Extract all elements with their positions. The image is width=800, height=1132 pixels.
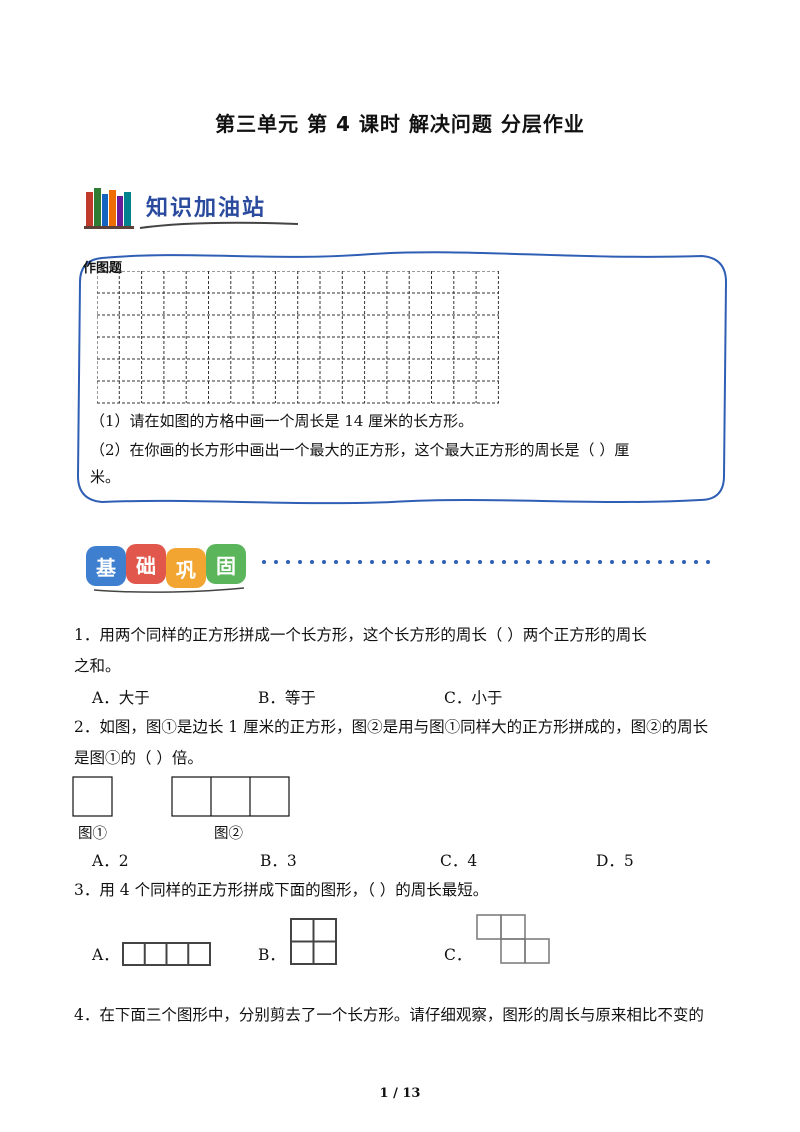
q1-option-b[interactable]: B．等于 xyxy=(258,689,316,707)
q3-figure-a xyxy=(122,942,211,966)
q3-figure-c xyxy=(476,914,550,964)
knowledge-banner-title: 知识加油站 xyxy=(146,196,267,221)
basics-banner: 基 础 巩 固 xyxy=(86,544,710,593)
q4-line-1: 4．在下面三个图形中，分别剪去了一个长方形。请仔细观察，图形的周长与原来相比不变… xyxy=(74,1006,704,1024)
q2-option-b[interactable]: B．3 xyxy=(260,852,297,870)
q1-line-2: 之和。 xyxy=(74,657,121,675)
q3-figure-b xyxy=(290,918,337,965)
q2-option-c[interactable]: C．4 xyxy=(440,852,478,870)
books-icon xyxy=(84,188,134,229)
task-line-3: 米。 xyxy=(90,468,121,486)
page-title: 第三单元 第 4 课时 解决问题 分层作业 xyxy=(215,112,585,136)
q1-option-a[interactable]: A．大于 xyxy=(92,689,150,707)
q3-option-a[interactable]: A． xyxy=(92,946,119,964)
q3-option-c[interactable]: C． xyxy=(444,946,472,964)
dotted-line xyxy=(262,560,710,564)
drawing-grid[interactable] xyxy=(97,271,501,405)
task-line-1: （1）请在如图的方格中画一个周长是 14 厘米的长方形。 xyxy=(90,412,474,430)
q2-figure-1 xyxy=(72,776,113,817)
basics-banner-badges: 基 础 巩 固 xyxy=(86,544,246,588)
badge-char-2: 础 xyxy=(136,554,156,578)
q2-figure-1-label: 图① xyxy=(78,826,107,842)
q2-option-d[interactable]: D．5 xyxy=(596,852,634,870)
q3-option-b[interactable]: B． xyxy=(258,946,285,964)
exercise-frame xyxy=(76,251,728,505)
q2-line-2: 是图①的（ ）倍。 xyxy=(74,749,203,767)
badge-char-3: 巩 xyxy=(176,558,196,582)
badge-char-4: 固 xyxy=(216,554,236,578)
q2-figure-2-label: 图② xyxy=(214,826,243,842)
q3-line-1: 3．用 4 个同样的正方形拼成下面的图形，（ ）的周长最短。 xyxy=(74,881,489,899)
page-number: 1 / 13 xyxy=(379,1086,421,1101)
q2-figure-2 xyxy=(171,776,290,817)
q2-line-1: 2．如图，图①是边长 1 厘米的正方形，图②是用与图①同样大的正方形拼成的，图②… xyxy=(74,718,709,736)
q1-option-c[interactable]: C．小于 xyxy=(444,689,503,707)
knowledge-banner-decoration xyxy=(84,188,299,229)
drawing-task-label: 作图题 xyxy=(83,261,123,276)
badge-char-1: 基 xyxy=(96,556,117,580)
q1-line-1: 1．用两个同样的正方形拼成一个长方形，这个长方形的周长（ ）两个正方形的周长 xyxy=(74,626,647,644)
task-line-2: （2）在你画的长方形中画出一个最大的正方形，这个最大正方形的周长是（ ）厘 xyxy=(90,441,630,459)
q2-option-a[interactable]: A．2 xyxy=(92,852,129,870)
